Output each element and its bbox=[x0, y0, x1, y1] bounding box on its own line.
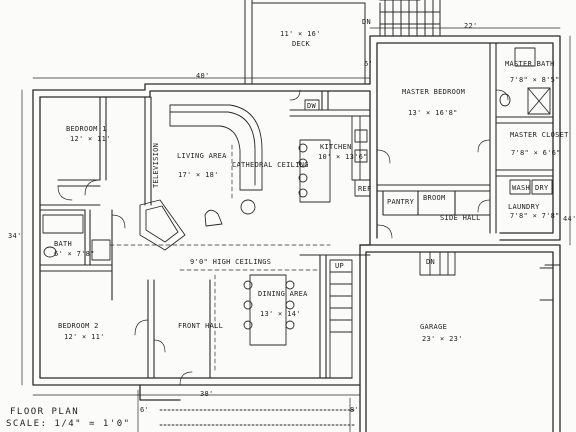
dim-6-top: 6' bbox=[364, 60, 374, 68]
bath-dim: 6' × 7'8" bbox=[54, 250, 95, 258]
ref-label: REF bbox=[358, 185, 372, 193]
television-label: TELEVISION bbox=[152, 142, 160, 188]
dim-8: 8' bbox=[350, 406, 360, 414]
exterior-walls bbox=[32, 35, 561, 432]
dn-note-side: DN bbox=[426, 258, 436, 266]
living-dim: 17' × 18' bbox=[178, 171, 219, 179]
living-label: LIVING AREA bbox=[177, 152, 227, 160]
dim-44: 44' bbox=[563, 215, 576, 223]
dim-40: 40' bbox=[196, 72, 210, 80]
laundry-dim: 7'8" × 7'8" bbox=[510, 212, 560, 220]
title-floor-plan: FLOOR PLAN bbox=[10, 407, 80, 417]
deck-label: DECK bbox=[292, 40, 311, 48]
dn-note-deck: DN bbox=[362, 18, 372, 26]
master-bath-label: MASTER BATH bbox=[505, 60, 555, 68]
master-bath-dim: 7'8" × 8'5" bbox=[510, 76, 560, 84]
dimension-lines bbox=[21, 27, 571, 432]
dining-label: DINING AREA bbox=[258, 290, 308, 298]
garage-dim: 23' × 23' bbox=[422, 335, 463, 343]
bedroom2-dim: 12' × 11' bbox=[64, 333, 105, 341]
dim-6-bottom: 6' bbox=[140, 406, 150, 414]
dining-dim: 13' × 14' bbox=[260, 310, 301, 318]
fixtures bbox=[42, 47, 561, 426]
dim-22: 22' bbox=[464, 22, 478, 30]
dim-34: 34' bbox=[8, 232, 22, 240]
dim-38: 38' bbox=[200, 390, 214, 398]
bath-label: BATH bbox=[54, 240, 73, 248]
deck-dim: 11' × 16' bbox=[280, 30, 321, 38]
broom-label: BROOM bbox=[423, 194, 446, 202]
laundry-label: LAUNDRY bbox=[508, 203, 540, 211]
interior-walls bbox=[39, 42, 554, 379]
dw-label: DW bbox=[307, 102, 317, 110]
pantry-label: PANTRY bbox=[387, 198, 415, 206]
master-bed-label: MASTER BEDROOM bbox=[402, 88, 466, 96]
master-bed-dim: 13' × 16'8" bbox=[408, 109, 458, 117]
wash-label: WASH bbox=[512, 184, 531, 192]
master-closet-dim: 7'8" × 6'6" bbox=[511, 149, 561, 157]
master-closet-label: MASTER CLOSET bbox=[510, 131, 569, 139]
bedroom2-label: BEDROOM 2 bbox=[58, 322, 99, 330]
ceiling-lines bbox=[109, 144, 331, 373]
bedroom1-dim: 12' × 11' bbox=[70, 135, 111, 143]
kitchen-dim: 10' × 13'6" bbox=[318, 153, 368, 161]
title-scale: SCALE: 1/4" = 1'0" bbox=[6, 419, 131, 429]
door-swings bbox=[57, 89, 509, 386]
side-hall-label: SIDE HALL bbox=[440, 214, 481, 222]
high-ceilings-note: 9'0" HIGH CEILINGS bbox=[190, 258, 272, 266]
garage-label: GARAGE bbox=[420, 323, 448, 331]
cathedral-label: CATHEDRAL CEILING bbox=[232, 161, 309, 169]
deck-outline bbox=[244, 0, 441, 85]
bedroom1-label: BEDROOM 1 bbox=[66, 125, 107, 133]
front-hall-label: FRONT HALL bbox=[178, 322, 224, 330]
kitchen-label: KITCHEN bbox=[320, 143, 352, 151]
up-note: UP bbox=[335, 262, 345, 270]
dry-label: DRY bbox=[535, 184, 549, 192]
